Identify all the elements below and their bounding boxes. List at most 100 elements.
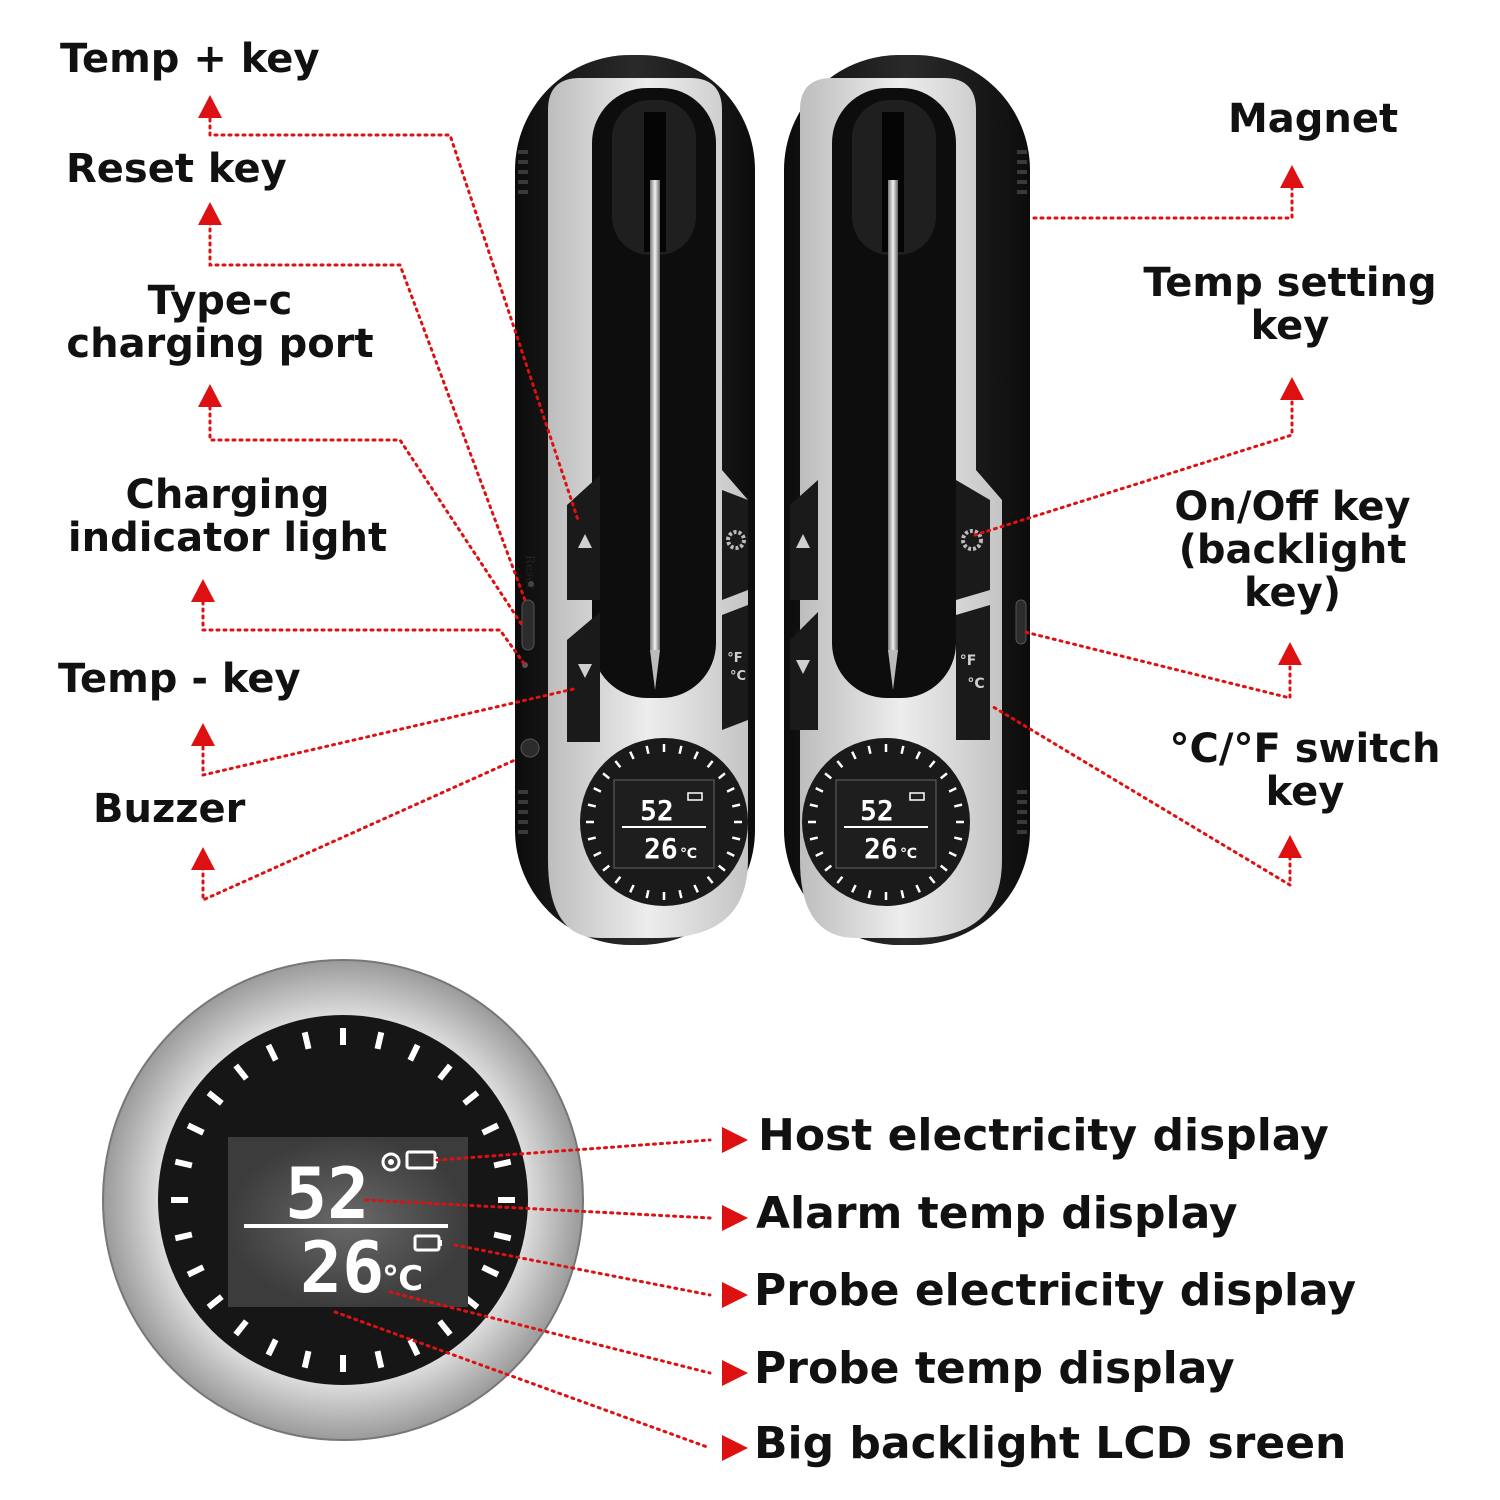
device-right-alarm-temp: 52: [860, 794, 894, 827]
leader-magnet: [1028, 178, 1294, 220]
label-charging-line1: Charging: [125, 472, 330, 518]
closeup-alarm-temp: 52: [285, 1153, 369, 1235]
dial-tick: [493, 1231, 512, 1242]
leader-buzzer: [201, 758, 517, 903]
label-type-c-line1: Type-c: [147, 278, 293, 324]
dial-tick: [915, 751, 921, 760]
dial-tick: [815, 787, 824, 793]
device-left-cf-key[interactable]: [722, 605, 748, 730]
dial-tick: [614, 760, 622, 769]
dial-tick: [948, 851, 957, 857]
dial-tick: [407, 1043, 421, 1062]
dial-tick: [645, 745, 650, 755]
dial-tick: [915, 884, 921, 893]
dial-tick: [726, 787, 735, 793]
leader-probe-temp: [388, 1290, 712, 1375]
down-arrow-icon: [578, 664, 592, 678]
arrow-right-icon: [722, 1205, 748, 1231]
dial-tick: [731, 803, 741, 808]
dial-tick: [731, 836, 741, 841]
label-temp-minus-key: Temp - key: [58, 656, 301, 702]
dial-tick: [629, 884, 635, 893]
dial-tick: [953, 803, 963, 808]
device-right-probe: [888, 180, 898, 650]
dial-tick: [693, 751, 699, 760]
dial-tick: [462, 1090, 480, 1106]
dial-tick: [186, 1122, 205, 1136]
device-right-probe-tip: [888, 650, 898, 690]
dial-tick: [900, 889, 905, 899]
label-on-off-line1: On/Off key: [1174, 484, 1411, 530]
dial-tick: [851, 751, 857, 760]
callout-lcd-screen: Big backlight LCD sreen: [754, 1418, 1347, 1469]
dial-tick: [233, 1319, 249, 1337]
dial-tick: [587, 803, 597, 808]
cf-glyph-c: °C: [967, 676, 984, 692]
arrow-up-icon: [1280, 377, 1304, 400]
dial-tick: [939, 772, 948, 780]
device-right-grip-bottom: [1017, 790, 1027, 834]
dial-tick: [233, 1063, 249, 1081]
dial-tick: [587, 836, 597, 841]
label-type-c-port: Type-c charging port: [55, 278, 385, 368]
temp-setting-key[interactable]: [956, 480, 990, 600]
down-arrow-icon: [796, 660, 810, 674]
dial-tick: [836, 875, 844, 884]
dial-tick: [928, 875, 936, 884]
battery-icon: [687, 792, 703, 801]
callout-host-electricity: Host electricity display: [758, 1110, 1329, 1161]
gear-icon: [961, 529, 983, 551]
dial-tick: [717, 772, 726, 780]
dial-tick: [301, 1031, 312, 1050]
closeup-lcd: [228, 1137, 468, 1307]
callout-alarm-temp: Alarm temp display: [756, 1188, 1238, 1239]
dial-tick: [174, 1158, 193, 1169]
device-right: °F °C 52 26 ℃: [784, 55, 1030, 945]
dial-tick: [629, 751, 635, 760]
arrow-up-icon: [191, 847, 215, 870]
leader-on-off: [1023, 630, 1292, 700]
label-type-c-line2: charging port: [66, 321, 374, 368]
label-cf-switch-line2: key: [1265, 769, 1345, 816]
buzzer: [520, 738, 540, 758]
dial-tick: [824, 864, 833, 872]
callout-leaders: [201, 103, 1294, 1450]
dial-tick: [206, 1294, 224, 1310]
closeup-temp-unit: ℃: [382, 1259, 423, 1299]
arrow-up-icon: [1280, 165, 1304, 188]
dial-tick: [693, 884, 699, 893]
arrow-up-icon: [1278, 642, 1302, 665]
leader-temp-plus: [208, 103, 580, 522]
label-buzzer: Buzzer: [93, 786, 246, 832]
reset-key[interactable]: [528, 581, 534, 587]
up-arrow-icon: [796, 534, 810, 548]
cf-switch-key[interactable]: [956, 605, 990, 740]
device-right-lcd: [835, 779, 937, 869]
device-left-probe-temp: 26: [644, 832, 678, 865]
wifi-icon: [381, 1152, 401, 1172]
leader-cf-switch: [988, 703, 1292, 888]
arrow-up-icon: [1278, 835, 1302, 858]
device-left-setting-key[interactable]: [722, 490, 748, 600]
dial-tick: [726, 851, 735, 857]
leader-type-c: [208, 398, 524, 627]
callout-arrowheads: [191, 95, 1304, 1461]
dial-tick: [206, 1090, 224, 1106]
temp-minus-key[interactable]: [567, 612, 600, 742]
dial-tick: [593, 787, 602, 793]
on-off-key[interactable]: [1015, 599, 1027, 645]
dial-tick: [953, 836, 963, 841]
dial-tick: [374, 1031, 385, 1050]
display-closeup: 52 26 ℃: [102, 959, 584, 1441]
dial-tick: [174, 1231, 193, 1242]
device-left-grip-top: [518, 150, 528, 194]
label-charging-line2: indicator light: [67, 515, 388, 562]
dial-tick: [602, 864, 611, 872]
leader-probe-electricity: [453, 1243, 712, 1297]
type-c-port[interactable]: [521, 599, 535, 651]
leader-charging-light: [201, 593, 527, 667]
label-on-off-line3: key): [1243, 570, 1341, 617]
dial-tick: [928, 760, 936, 769]
dial-tick: [301, 1350, 312, 1369]
